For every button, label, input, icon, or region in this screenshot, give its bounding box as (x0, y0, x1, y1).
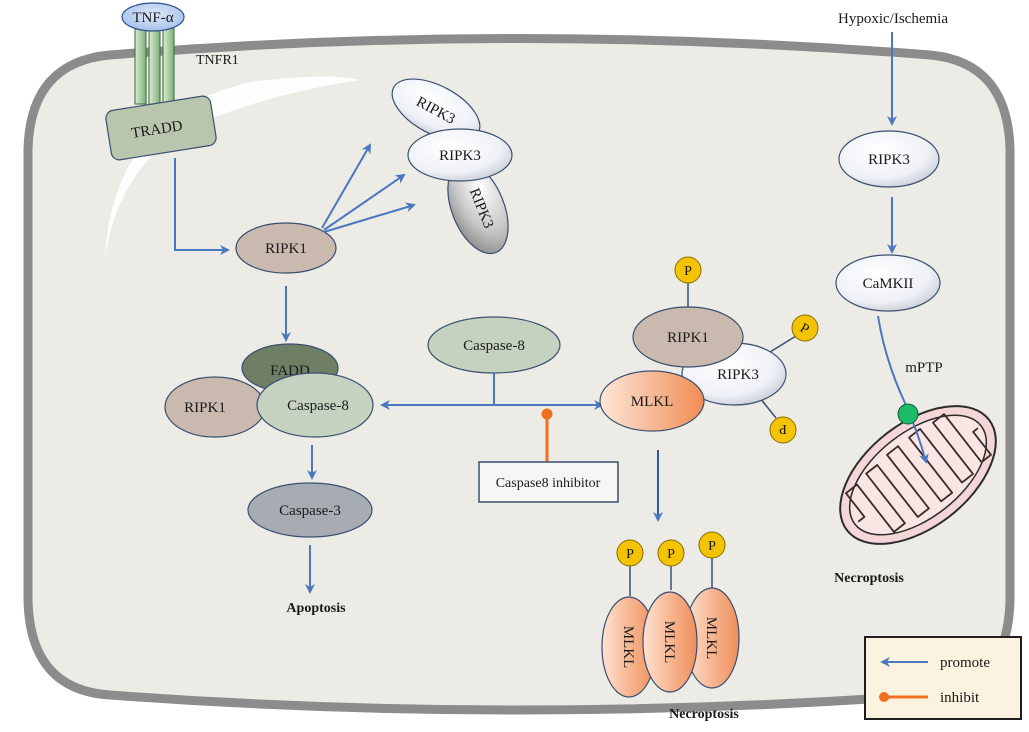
ripk1-necro-label: RIPK1 (667, 330, 709, 346)
necroptosis-right-label: Necroptosis (834, 571, 904, 586)
arrow-ripk1-ripk3-c (323, 202, 416, 233)
p-stem-ripk3-top (769, 335, 797, 353)
tradd-node (105, 95, 217, 161)
ripk3-mid-label: RIPK3 (439, 148, 481, 164)
mlkl-oligomer-2 (642, 591, 698, 693)
camkii-node (835, 254, 941, 312)
phospho-mlkl-2-label: P (667, 547, 675, 562)
mitochondrion (839, 405, 997, 545)
caspase3-label: Caspase-3 (279, 503, 341, 519)
tnf-alpha-label: TNF-α (132, 10, 173, 26)
ripk3-necro-label: RIPK3 (717, 367, 759, 383)
apoptosis-label: Apoptosis (286, 601, 346, 616)
tnfr1-label: TNFR1 (196, 53, 239, 68)
tnf-alpha-node (121, 2, 185, 32)
ripk1-complex-label: RIPK1 (184, 400, 226, 416)
tnfr1-receptor (134, 25, 175, 105)
arrow-tradd-ripk1 (174, 158, 230, 255)
arrow-ripk1-ripk3-a (321, 143, 372, 229)
mptp-label: mPTP (905, 360, 943, 376)
phospho-mlkl-3-label: P (708, 539, 716, 554)
mptp-pore (897, 403, 919, 425)
ripk3-right-label: RIPK3 (868, 152, 910, 168)
ripk1-label: RIPK1 (265, 241, 307, 257)
arrow-camkii-mito (877, 315, 929, 464)
caspase8-inhibitor-box (478, 461, 619, 503)
ripk1-necro-node (632, 306, 744, 368)
mlkl-oligomer-1-label: MLKL (620, 626, 636, 669)
phospho-mlkl-3 (698, 531, 726, 559)
arrow-ripk1-ripk3-b (323, 173, 406, 231)
legend-box (864, 636, 1022, 720)
caspase8-complex-label: Caspase-8 (287, 398, 349, 414)
caspase3-node (247, 482, 373, 538)
phospho-mlkl-1 (616, 539, 644, 567)
caspase8-inhibitor-label: Caspase8 inhibitor (496, 476, 601, 491)
mlkl-necro-label: MLKL (631, 394, 674, 410)
phospho-ripk3-top (791, 314, 819, 342)
inhibit-head (541, 408, 553, 420)
mlkl-oligomer (616, 531, 726, 596)
phospho-ripk1 (674, 256, 702, 284)
mlkl-necro-node (599, 370, 705, 432)
legend-promote-label: promote (940, 655, 990, 671)
mlkl-oligomer-2-label: MLKL (661, 621, 677, 664)
legend-inhibit-head (879, 692, 889, 702)
phospho-ripk1-label: P (684, 264, 692, 279)
p-stem-ripk3-bottom (759, 397, 777, 419)
phospho-mlkl-1-label: P (626, 547, 634, 562)
phospho-mlkl-2 (657, 539, 685, 567)
mlkl-oligomer-3-label: MLKL (703, 617, 719, 660)
legend-inhibit-label: inhibit (940, 690, 980, 706)
ripk3-mid-node (407, 128, 513, 182)
phospho-ripk3-bottom-label: P (779, 421, 787, 436)
hypoxic-label: Hypoxic/Ischemia (838, 11, 948, 27)
ripk1-node (235, 222, 337, 274)
caspase8-free-label: Caspase-8 (463, 338, 525, 354)
caspase8-complex-node (256, 372, 374, 438)
camkii-label: CaMKII (863, 276, 914, 292)
phospho-ripk3-bottom (769, 416, 797, 444)
necroptosis-center-label: Necroptosis (669, 707, 739, 722)
ripk3-right-node (838, 130, 940, 188)
